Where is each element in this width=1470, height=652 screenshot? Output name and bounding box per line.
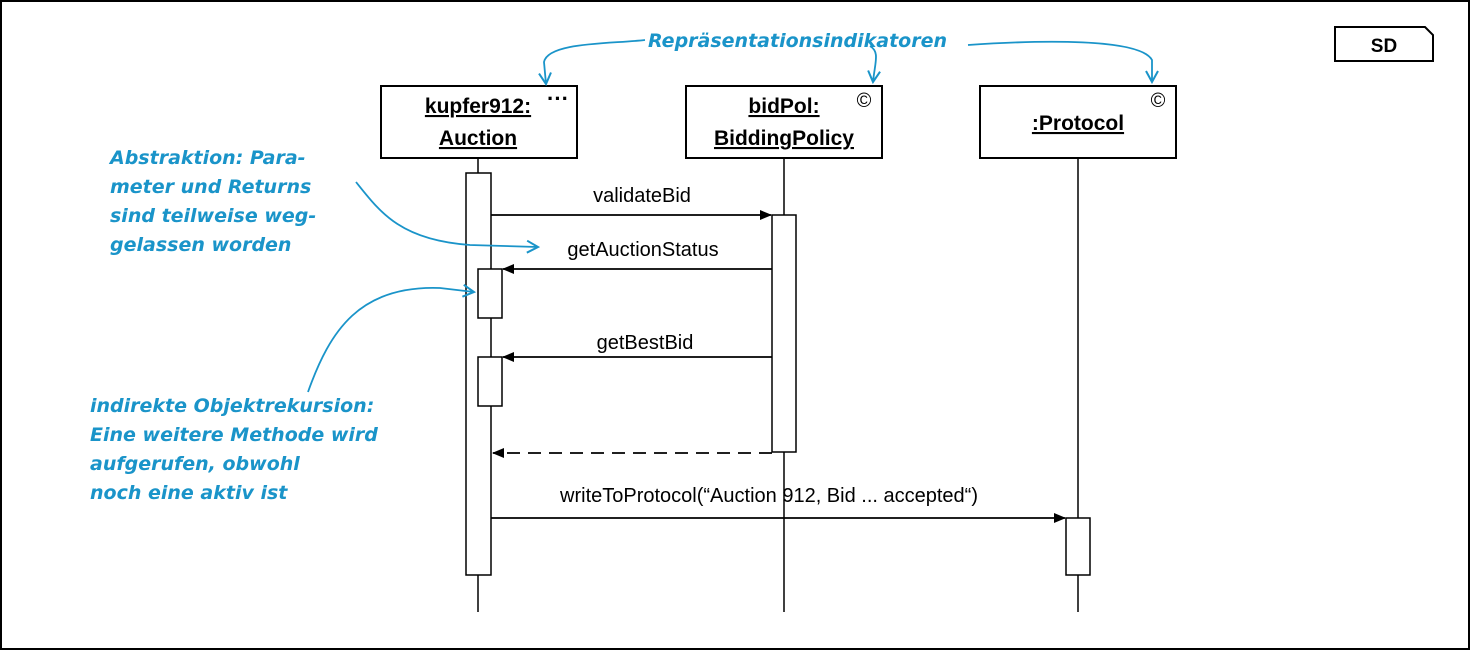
activation-protocol: [1065, 517, 1091, 576]
annotation-representation-text: Repräsentationsindikatoren: [648, 30, 947, 52]
annotation-recursion-line2: Eine weitere Methode wird: [90, 424, 378, 446]
annotation-abstraction-line4: gelassen worden: [110, 234, 291, 256]
object-bidpol-name-line1: bidPol:: [748, 95, 819, 118]
annotation-recursion: indirekte Objektrekursion: Eine weitere …: [90, 288, 474, 504]
object-auction-name-line2: Auction: [439, 127, 517, 150]
copyright-indicator-icon: ©: [857, 90, 872, 112]
object-bidpol-name-line2: BiddingPolicy: [714, 127, 854, 150]
annotation-abstraction-line3: sind teilweise weg-: [110, 205, 316, 227]
activation-auction-nested-1: [477, 268, 503, 319]
frame-label-tag: SD: [1334, 26, 1434, 62]
message-label: validateBid: [593, 185, 691, 207]
message-getauctionstatus: getAuctionStatus: [502, 239, 772, 274]
activation-auction-nested-2: [477, 356, 503, 407]
annotation-representation-indicators: Repräsentationsindikatoren: [544, 30, 1152, 84]
object-bidpol: bidPol: BiddingPolicy ©: [685, 85, 883, 159]
ellipsis-indicator-icon: ···: [547, 86, 569, 111]
message-label: getAuctionStatus: [567, 239, 718, 261]
annotation-abstraction-line1: Abstraktion: Para-: [108, 147, 306, 169]
message-validatebid: validateBid: [491, 185, 772, 220]
annotation-recursion-line1: indirekte Objektrekursion:: [90, 395, 374, 417]
message-getbestbid: getBestBid: [502, 332, 772, 362]
message-writetoprotocol: writeToProtocol(“Auction 912, Bid ... ac…: [491, 485, 1066, 523]
object-auction: kupfer912: Auction ···: [380, 85, 578, 159]
object-auction-name-line1: kupfer912:: [425, 95, 531, 118]
annotation-abstraction-line2: meter und Returns: [110, 176, 311, 198]
message-label: getBestBid: [597, 332, 694, 354]
object-protocol-name-line1: :Protocol: [1032, 112, 1124, 135]
annotation-recursion-line3: aufgerufen, obwohl: [90, 453, 300, 475]
annotation-recursion-line4: noch eine aktiv ist: [90, 482, 288, 504]
annotation-abstraction: Abstraktion: Para- meter und Returns sin…: [108, 147, 538, 256]
object-protocol: :Protocol ©: [979, 85, 1177, 159]
copyright-indicator-icon: ©: [1151, 90, 1166, 112]
frame-label: SD: [1371, 36, 1397, 57]
activation-bidpol: [771, 214, 797, 453]
message-label: writeToProtocol(“Auction 912, Bid ... ac…: [559, 485, 978, 507]
